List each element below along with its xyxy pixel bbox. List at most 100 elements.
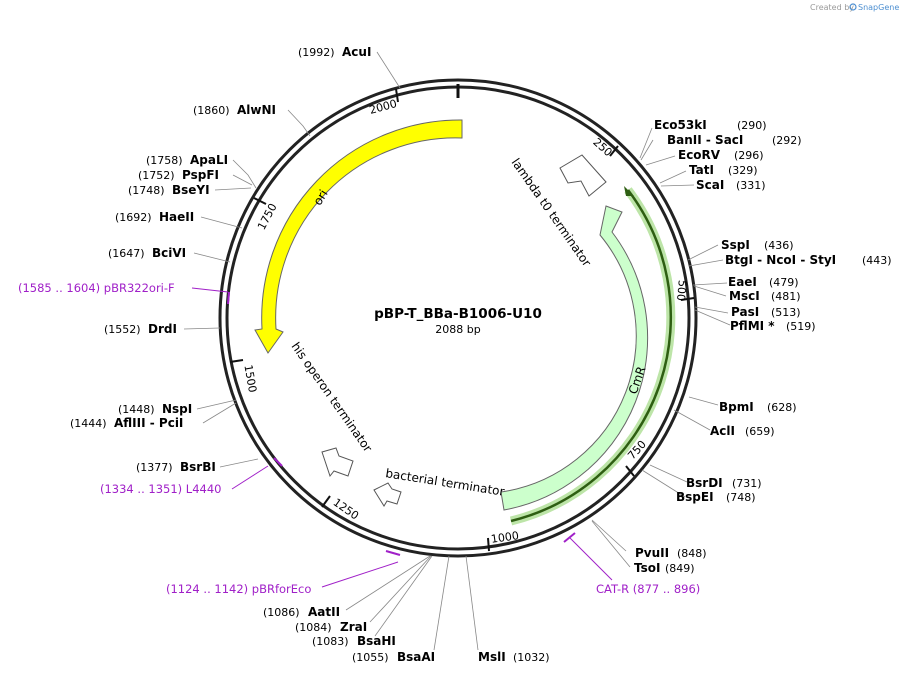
enzyme-name[interactable]: AclI — [710, 424, 735, 438]
cmr-selection-line — [510, 189, 672, 523]
enzyme-name[interactable]: SspI — [721, 238, 750, 252]
enzyme-name[interactable]: AcuI — [342, 45, 371, 59]
enzyme-name[interactable]: PvuII — [635, 546, 669, 560]
enzyme-name[interactable]: DrdI — [148, 322, 177, 336]
primer-l4440-label[interactable]: (1334 .. 1351) L4440 — [100, 482, 221, 496]
plasmid-length: 2088 bp — [435, 323, 480, 336]
enzyme-name[interactable]: TatI — [689, 163, 714, 177]
enzyme-pos: (628) — [767, 401, 797, 414]
enzyme-pos: (290) — [737, 119, 767, 132]
enzyme-name[interactable]: ScaI — [696, 178, 724, 192]
enzyme-name[interactable]: Eco53kI — [654, 118, 707, 132]
backbone-outer — [218, 78, 698, 558]
primer-cat-r-mark — [563, 532, 576, 543]
enzyme-pos: (296) — [734, 149, 764, 162]
primer-cat-r-leader — [569, 537, 613, 581]
enzyme-name[interactable]: BsaHI — [357, 634, 396, 648]
feature-ori-arrow[interactable] — [254, 119, 463, 354]
tick-label-1000: 1000 — [490, 529, 520, 546]
enzyme-pos: (513) — [771, 306, 801, 319]
enzyme-name[interactable]: PflMI * — [730, 319, 775, 333]
enzyme-name[interactable]: AflIII - PciI — [114, 416, 183, 430]
credit-text: Created by — [810, 3, 854, 12]
enzyme-name[interactable]: NspI — [162, 402, 192, 416]
enzyme-name[interactable]: PasI — [731, 305, 759, 319]
feature-cmr-arrow[interactable] — [500, 205, 649, 511]
tick-1000 — [487, 537, 490, 552]
credit-brand: SnapGene — [858, 3, 899, 12]
feature-cmr-label: CmR — [626, 364, 649, 395]
tick-1500 — [229, 359, 244, 363]
bacterial-terminator-arrow-icon[interactable] — [373, 482, 402, 507]
enzyme-pos: (481) — [771, 290, 801, 303]
enzyme-pos: (292) — [772, 134, 802, 147]
enzyme-name[interactable]: MslI — [478, 650, 506, 664]
primer-pbrforeco-mark — [385, 550, 401, 556]
enzyme-name[interactable]: BsrBI — [180, 460, 216, 474]
enzyme-name[interactable]: AlwNI — [237, 103, 276, 117]
enzyme-name[interactable]: BtgI - NcoI - StyI — [725, 253, 836, 267]
enzyme-pos: (1084) — [295, 621, 332, 634]
enzyme-name[interactable]: ApaLI — [190, 153, 228, 167]
enzyme-pos: (1377) — [136, 461, 173, 474]
enzyme-name[interactable]: HaeII — [159, 210, 194, 224]
enzyme-pos: (1992) — [298, 46, 335, 59]
enzyme-pos: (1086) — [263, 606, 300, 619]
enzyme-pos: (479) — [769, 276, 799, 289]
tick-250 — [609, 145, 619, 157]
tick-label-1750: 1750 — [255, 201, 280, 232]
plasmid-name: pBP-T_BBa-B1006-U10 — [374, 306, 542, 322]
primer-cat-r-label[interactable]: CAT-R (877 .. 896) — [596, 582, 700, 596]
enzyme-pos: (848) — [677, 547, 707, 560]
enzyme-pos: (731) — [732, 477, 762, 490]
tick-500 — [680, 297, 695, 301]
primer-pbr322ori-mark — [227, 291, 230, 305]
enzyme-pos: (1032) — [513, 651, 550, 664]
enzyme-name[interactable]: MscI — [729, 289, 760, 303]
primer-pbr322ori-leader — [191, 287, 229, 293]
enzyme-name[interactable]: BciVI — [152, 246, 186, 260]
enzyme-pos: (748) — [726, 491, 756, 504]
his-operon-terminator-label: his operon terminator — [289, 340, 375, 455]
enzyme-pos: (1055) — [352, 651, 389, 664]
tick-1250 — [321, 495, 331, 508]
enzyme-name[interactable]: BsaAI — [397, 650, 435, 664]
enzyme-pos: (1552) — [104, 323, 141, 336]
bacterial-terminator-label: bacterial terminator — [385, 466, 506, 499]
enzyme-pos: (329) — [728, 164, 758, 177]
primer-pbrforeco-label[interactable]: (1124 .. 1142) pBRforEco — [166, 582, 311, 596]
cmr-selection-arrow-icon — [624, 186, 634, 196]
enzyme-name[interactable]: ZraI — [340, 620, 367, 634]
enzyme-name[interactable]: BanII - SacI — [667, 133, 743, 147]
tick-2000 — [395, 88, 399, 103]
tick-750 — [625, 465, 635, 477]
enzyme-name[interactable]: TsoI — [634, 561, 660, 575]
enzyme-pos: (1860) — [193, 104, 230, 117]
enzyme-name[interactable]: BspEI — [676, 490, 714, 504]
enzyme-pos: (659) — [745, 425, 775, 438]
primers: (1585 .. 1604) pBR322ori-F (1334 .. 1351… — [18, 281, 700, 596]
enzyme-name[interactable]: BsrDI — [686, 476, 723, 490]
his-terminator-arrow-icon[interactable] — [321, 447, 354, 478]
enzyme-name[interactable]: PspFI — [182, 168, 219, 182]
enzyme-pos: (1692) — [115, 211, 152, 224]
primer-l4440-mark — [273, 457, 283, 467]
enzyme-name[interactable]: BseYI — [172, 183, 210, 197]
primer-l4440-leader — [231, 465, 269, 490]
enzyme-pos: (1758) — [146, 154, 183, 167]
enzyme-pos: (443) — [862, 254, 892, 267]
enzyme-pos: (331) — [736, 179, 766, 192]
enzyme-leader-lines — [183, 51, 731, 651]
enzyme-pos: (1647) — [108, 247, 145, 260]
enzyme-name[interactable]: EcoRV — [678, 148, 721, 162]
enzyme-name[interactable]: AatII — [308, 605, 340, 619]
primer-pbr322ori-label[interactable]: (1585 .. 1604) pBR322ori-F — [18, 281, 175, 295]
enzyme-pos: (436) — [764, 239, 794, 252]
enzyme-name[interactable]: EaeI — [728, 275, 757, 289]
enzyme-name[interactable]: BpmI — [719, 400, 754, 414]
enzyme-pos: (849) — [665, 562, 695, 575]
enzyme-pos: (1444) — [70, 417, 107, 430]
lambda-t0-terminator-arrow-icon[interactable] — [559, 154, 607, 197]
